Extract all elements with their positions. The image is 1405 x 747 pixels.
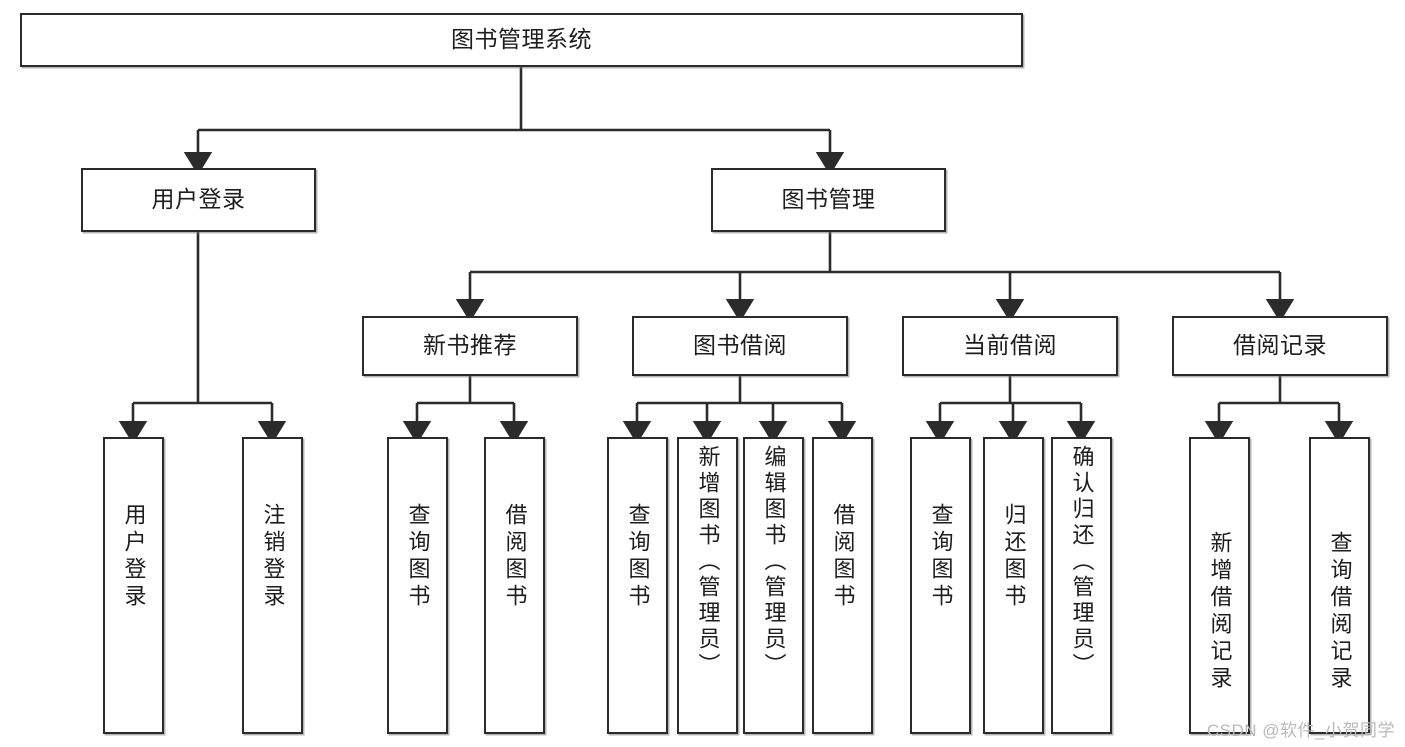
leaf-return-book-label: 归还图书 [1001,503,1027,611]
node-borrow-record-label: 借阅记录 [1233,332,1327,359]
node-current-borrow-label: 当前借阅 [963,332,1057,359]
node-book-borrow[interactable]: 图书借阅 [632,316,848,376]
leaf-add-book-admin[interactable]: 新增图书（管理员） [677,437,738,734]
leaf-return-book[interactable]: 归还图书 [983,437,1044,734]
leaf-query-book-3[interactable]: 查询图书 [910,437,971,734]
node-root-label: 图书管理系统 [451,26,592,53]
node-root[interactable]: 图书管理系统 [20,13,1023,67]
leaf-edit-book-admin-label: 编辑图书（管理员） [761,445,787,679]
node-new-book-recommend-label: 新书推荐 [423,332,517,359]
leaf-borrow-book-1[interactable]: 借阅图书 [484,437,545,734]
watermark-text: CSDN @软件_小贺同学 [1206,721,1395,740]
leaf-borrow-book-2[interactable]: 借阅图书 [812,437,873,734]
leaf-logout-login-label: 注销登录 [260,503,286,611]
node-user-login[interactable]: 用户登录 [81,168,316,232]
node-current-borrow[interactable]: 当前借阅 [902,316,1118,376]
node-book-management[interactable]: 图书管理 [711,168,946,232]
leaf-logout-login[interactable]: 注销登录 [242,437,303,734]
leaf-add-book-admin-label: 新增图书（管理员） [695,445,721,679]
leaf-query-book-3-label: 查询图书 [928,503,954,611]
leaf-query-book-2-label: 查询图书 [625,503,651,611]
node-new-book-recommend[interactable]: 新书推荐 [362,316,578,376]
node-book-borrow-label: 图书借阅 [693,332,787,359]
leaf-query-book-1[interactable]: 查询图书 [387,437,448,734]
leaf-query-borrow-record-label: 查询借阅记录 [1327,531,1353,693]
leaf-user-login[interactable]: 用户登录 [103,437,164,734]
leaf-query-book-1-label: 查询图书 [405,503,431,611]
leaf-query-borrow-record[interactable]: 查询借阅记录 [1309,437,1370,734]
leaf-borrow-book-1-label: 借阅图书 [502,503,528,611]
leaf-confirm-return-admin[interactable]: 确认归还（管理员） [1051,437,1112,734]
leaf-confirm-return-admin-label: 确认归还（管理员） [1069,445,1095,679]
node-user-login-label: 用户登录 [151,186,246,213]
leaf-borrow-book-2-label: 借阅图书 [830,503,856,611]
leaf-query-book-2[interactable]: 查询图书 [607,437,668,734]
node-book-management-label: 图书管理 [781,186,876,213]
leaf-add-borrow-record[interactable]: 新增借阅记录 [1189,437,1250,734]
leaf-edit-book-admin[interactable]: 编辑图书（管理员） [743,437,804,734]
leaf-add-borrow-record-label: 新增借阅记录 [1207,531,1233,693]
node-borrow-record[interactable]: 借阅记录 [1172,316,1388,376]
leaf-user-login-label: 用户登录 [121,503,147,611]
